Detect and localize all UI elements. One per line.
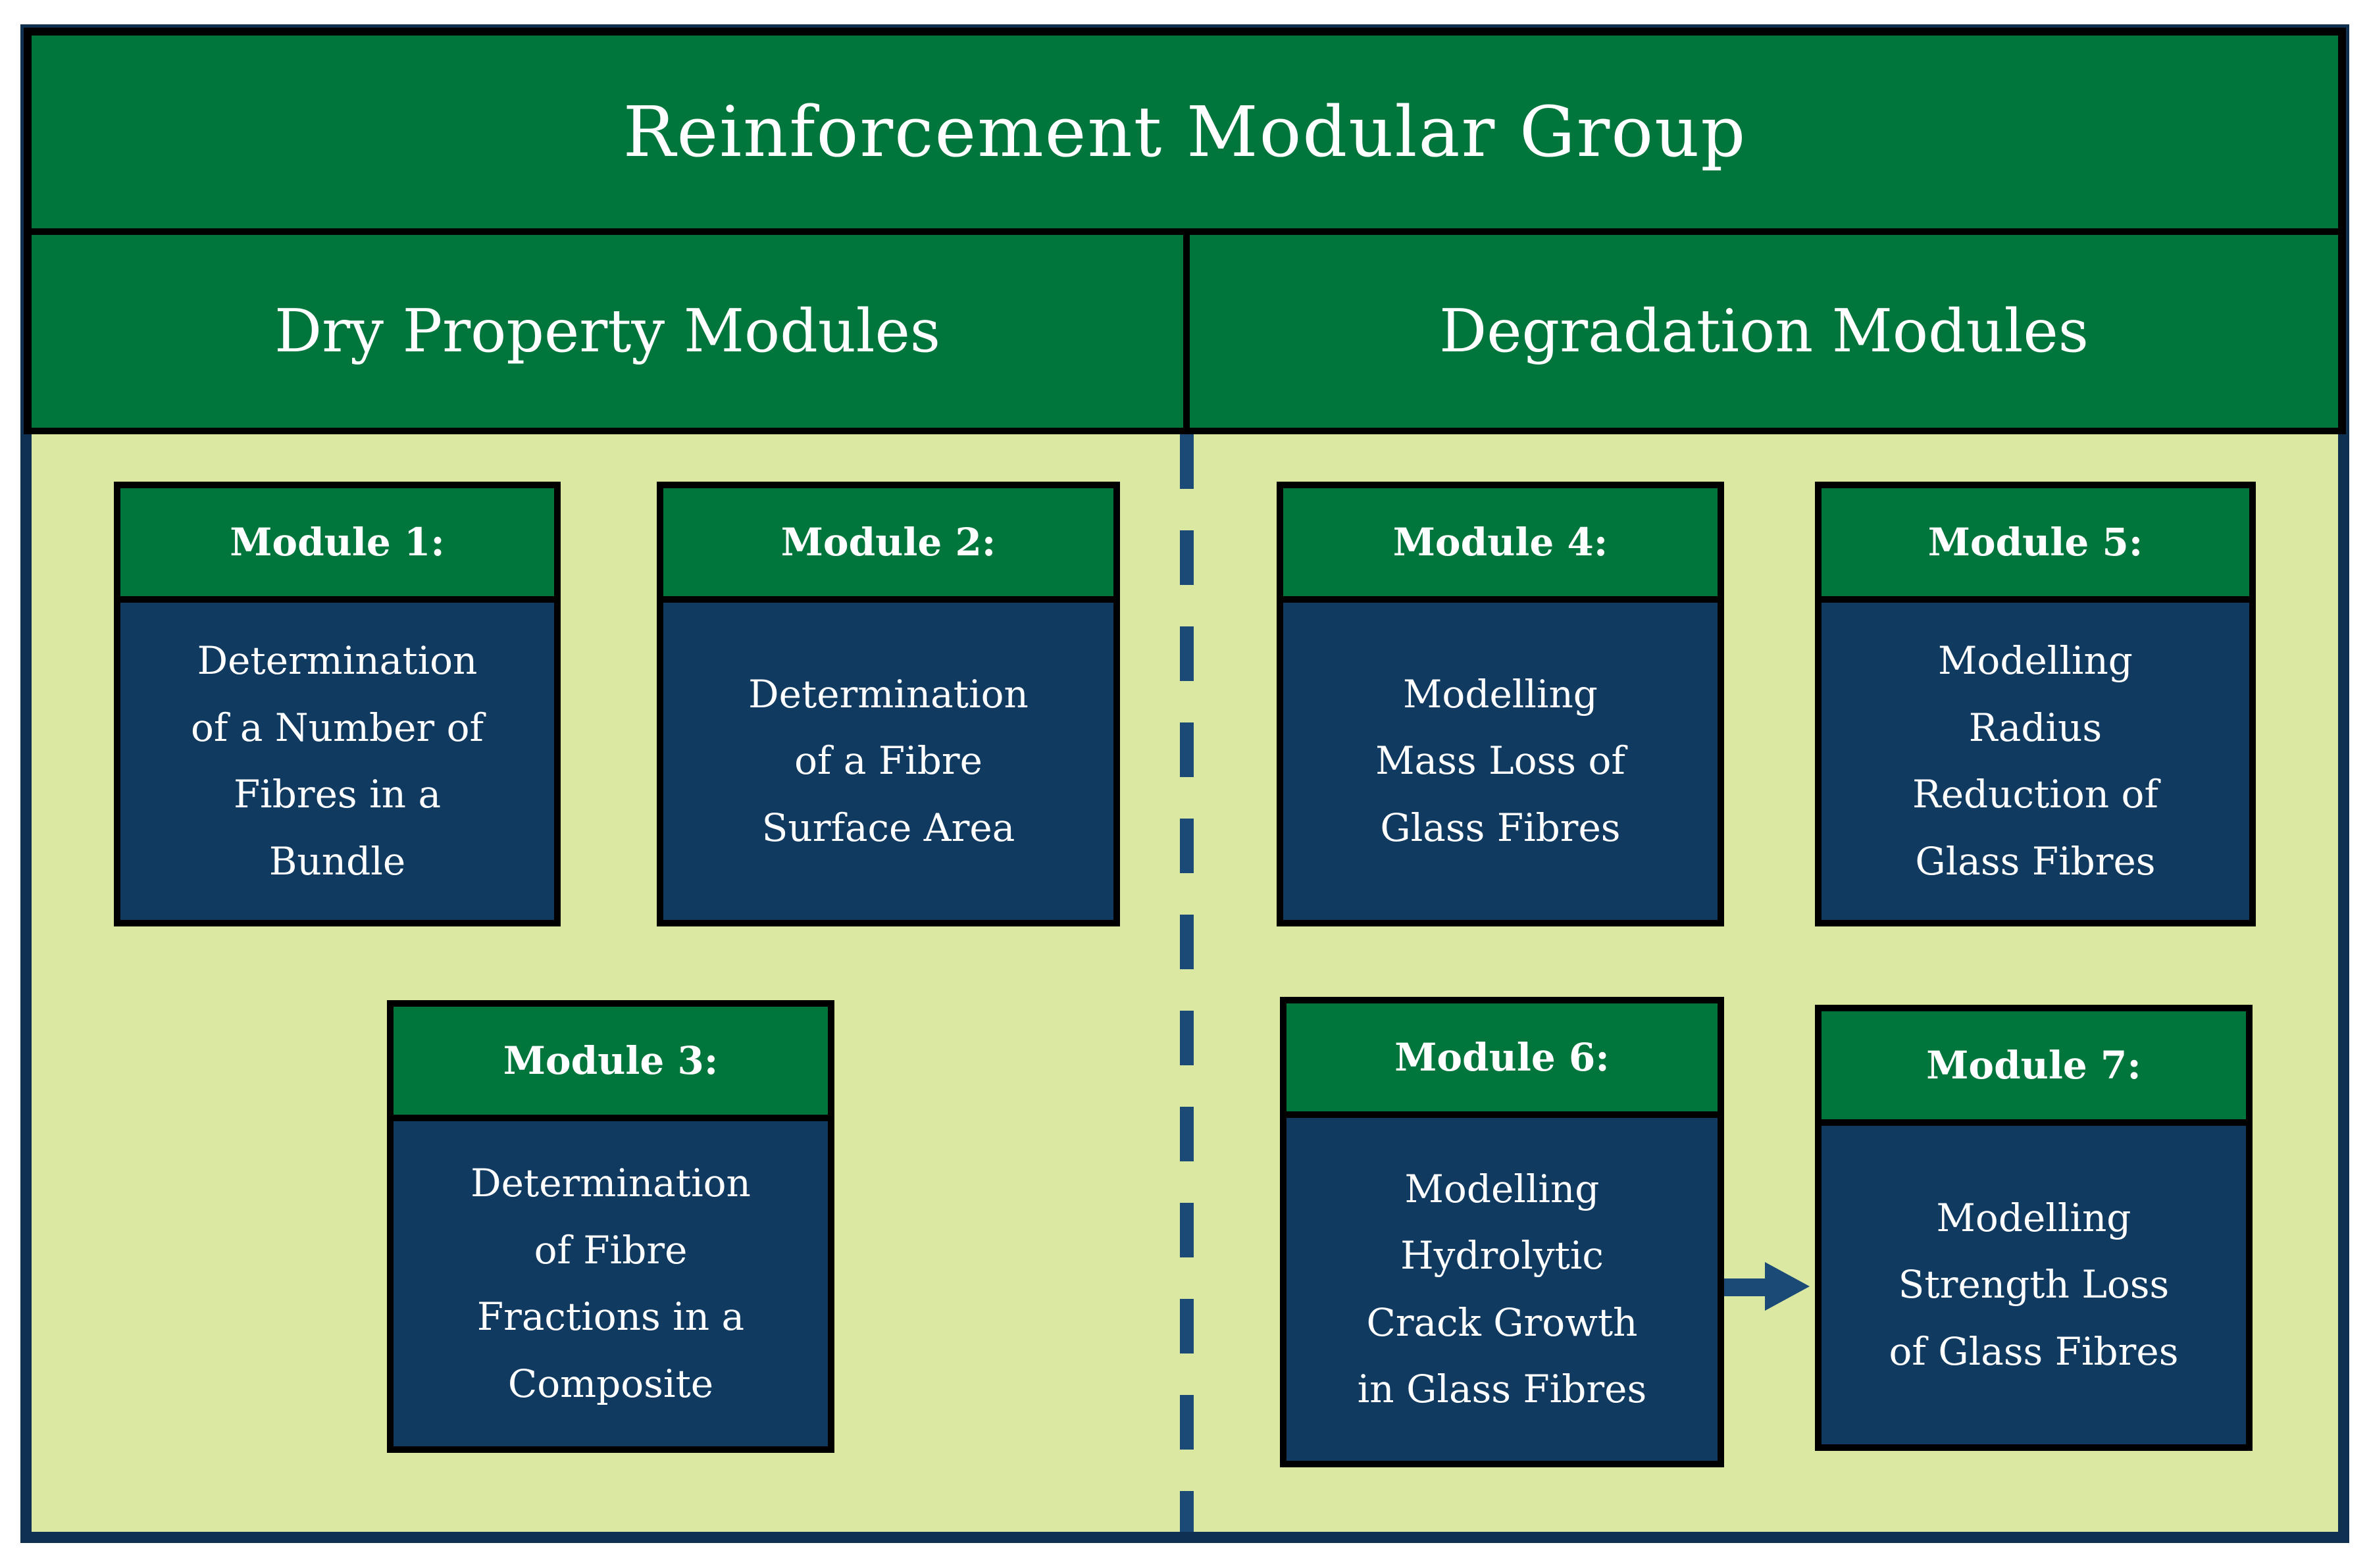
module-4-body: Modelling Mass Loss of Glass Fibres [1283,603,1718,920]
module-3-box: Module 3: Determination of Fibre Fractio… [387,1000,834,1453]
module-3-header: Module 3: [394,1007,828,1121]
module-1-box: Module 1: Determination of a Number of F… [114,482,561,926]
figure-title: Reinforcement Modular Group [623,91,1747,172]
module-7-body: Modelling Strength Loss of Glass Fibres [1821,1126,2246,1444]
section-header-dry-property-label: Dry Property Modules [274,297,941,366]
module-5-label: Module 5: [1927,520,2143,565]
module-1-body: Determination of a Number of Fibres in a… [120,603,554,920]
module-1-label: Module 1: [230,520,445,565]
module-7-label: Module 7: [1926,1043,2141,1088]
module-6-label: Module 6: [1394,1035,1610,1080]
module-2-header: Module 2: [663,488,1113,603]
module-4-description: Modelling Mass Loss of Glass Fibres [1375,671,1625,850]
module-7-box: Module 7: Modelling Strength Loss of Gla… [1815,1005,2253,1451]
module-1-description: Determination of a Number of Fibres in a… [191,638,484,884]
module-7-description: Modelling Strength Loss of Glass Fibres [1889,1195,2179,1374]
section-header-dry-property: Dry Property Modules [24,235,1186,434]
module-2-description: Determination of a Fibre Surface Area [748,671,1029,850]
module-6-header: Module 6: [1286,1003,1718,1118]
module-5-description: Modelling Radius Reduction of Glass Fibr… [1912,638,2158,884]
module-3-body: Determination of Fibre Fractions in a Co… [394,1121,828,1446]
section-header-row: Dry Property Modules Degradation Modules [24,235,2346,434]
section-header-degradation-label: Degradation Modules [1439,297,2089,366]
module-2-body: Determination of a Fibre Surface Area [663,603,1113,920]
module-6-box: Module 6: Modelling Hydrolytic Crack Gro… [1280,997,1724,1467]
module-4-label: Module 4: [1392,520,1608,565]
figure-title-bar: Reinforcement Modular Group [24,28,2346,235]
module-6-description: Modelling Hydrolytic Crack Growth in Gla… [1357,1166,1647,1412]
module-5-box: Module 5: Modelling Radius Reduction of … [1815,482,2256,926]
module-2-box: Module 2: Determination of a Fibre Surfa… [657,482,1120,926]
column-divider-dashed-line [1180,434,1194,1532]
module-3-description: Determination of Fibre Fractions in a Co… [471,1161,751,1406]
modules-panel: Module 1: Determination of a Number of F… [24,434,2346,1540]
module-5-body: Modelling Radius Reduction of Glass Fibr… [1821,603,2249,920]
module-2-label: Module 2: [780,520,996,565]
module-5-header: Module 5: [1821,488,2249,603]
module-4-box: Module 4: Modelling Mass Loss of Glass F… [1277,482,1724,926]
section-header-degradation: Degradation Modules [1186,235,2346,434]
module-3-label: Module 3: [503,1038,719,1083]
module-6-body: Modelling Hydrolytic Crack Growth in Gla… [1286,1118,1718,1461]
reinforcement-modular-group-figure: Reinforcement Modular Group Dry Property… [24,28,2346,1540]
module-7-header: Module 7: [1821,1011,2246,1126]
module-4-header: Module 4: [1283,488,1718,603]
module-1-header: Module 1: [120,488,554,603]
arrow-right-icon [1724,1262,1810,1311]
